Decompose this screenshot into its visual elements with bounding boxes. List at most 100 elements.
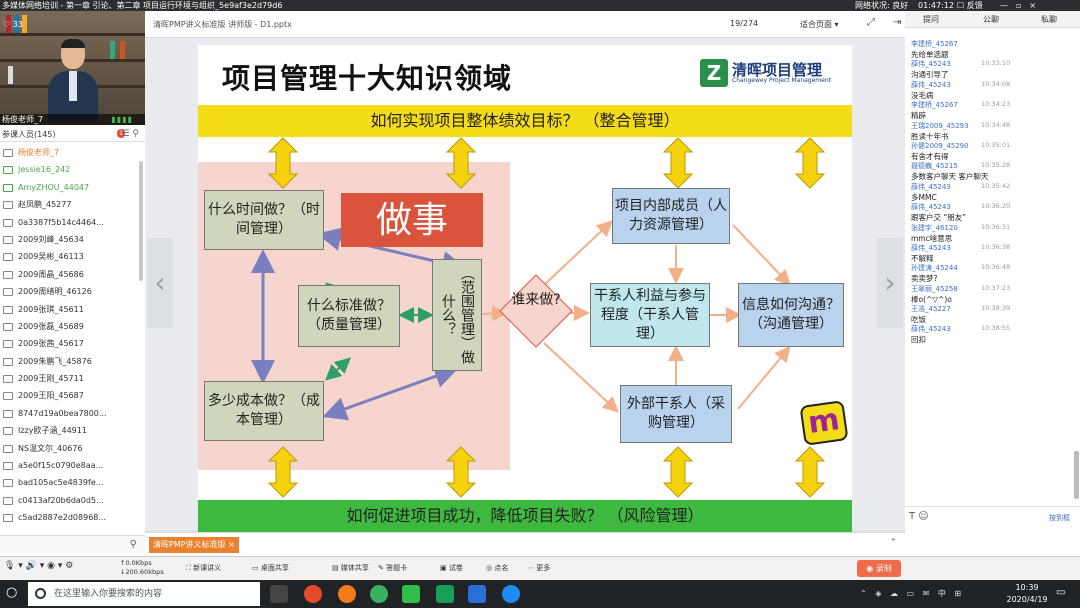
participant-item[interactable]: 2009张磊_45689	[0, 318, 140, 335]
taskbar-search[interactable]: 在这里输入你要搜索的内容	[28, 582, 260, 606]
chat-sender[interactable]: 王翠丽_45258	[911, 284, 958, 293]
chat-send[interactable]: 按到框	[1049, 514, 1070, 522]
close-icon[interactable]: ×	[1029, 1, 1045, 10]
user-icon	[3, 375, 13, 384]
device-icons[interactable]: 🎙 ▾ 🔊 ▾ ◉ ▾ ⚙	[4, 561, 74, 571]
control-0[interactable]: ⛶ 新课讲义	[186, 564, 222, 572]
chat-sender[interactable]: 王浩_45227	[911, 305, 951, 314]
participant-item[interactable]: bad105ac5e4839fe...	[0, 474, 140, 491]
maximize-icon[interactable]: ▫	[1016, 1, 1030, 10]
bandwidth: ↑0.0Kbps↓200.60kbps	[120, 559, 164, 576]
chat-sender[interactable]: 李建桥_45267	[911, 101, 958, 110]
participant-item[interactable]: 2009王刚_45711	[0, 370, 140, 387]
expand-icon[interactable]: ⌃	[889, 538, 897, 548]
doc-toolbar: 清晖PMP讲义标准版 讲师版 - D1.pptx 19/274 适合页面 ▾ ⤢…	[145, 11, 905, 38]
control-3[interactable]: ✎ 答题卡	[378, 564, 408, 572]
app2-icon[interactable]	[468, 585, 486, 603]
chat-sender[interactable]: 薛伟_45243	[911, 243, 951, 252]
control-6[interactable]: ⋯ 更多	[527, 564, 551, 572]
wechat-icon[interactable]	[402, 585, 420, 603]
participant-item[interactable]: 8747d19a0bea7800...	[0, 405, 140, 422]
participant-item[interactable]: 2009吴彬_46113	[0, 248, 140, 265]
participant-item[interactable]: 赵凤鹏_45277	[0, 196, 140, 213]
chat-sender[interactable]: 薛伟_45243	[911, 203, 951, 212]
participant-item[interactable]: c0413af20b6da0d5...	[0, 492, 140, 509]
control-1[interactable]: ▭ 桌面共享	[252, 564, 289, 572]
start-icon[interactable]: ○	[6, 585, 18, 600]
search-icon[interactable]: ⚲	[129, 539, 137, 550]
participant-item[interactable]: 2009刘峰_45634	[0, 231, 140, 248]
participant-item[interactable]: 2009朱鹏飞_45876	[0, 353, 140, 370]
app1-icon[interactable]	[304, 585, 322, 603]
chat-text: 棒o(^▽^)o	[911, 294, 952, 304]
participants-menu-icon[interactable]: ☰ ⚲	[121, 129, 139, 139]
participant-item[interactable]: 杨俊老师_7	[0, 144, 140, 161]
chat-sender[interactable]: 薛伟_45243	[911, 80, 951, 89]
chat-sender[interactable]: 薛伟_45243	[911, 60, 951, 69]
minimize-icon[interactable]: —	[1000, 1, 1016, 10]
participant-name: 杨俊老师_7	[18, 148, 60, 157]
chat-input[interactable]: T ☺ 按到框	[905, 506, 1080, 556]
user-icon	[3, 166, 13, 175]
participant-item[interactable]: Jessie16_242	[0, 161, 140, 178]
tab-private-chat[interactable]: 私聊	[1041, 15, 1057, 24]
participant-item[interactable]: 2009周晶_45686	[0, 266, 140, 283]
control-2[interactable]: ▤ 媒体共享	[332, 564, 369, 572]
app3-icon[interactable]	[502, 585, 520, 603]
user-icon	[3, 514, 13, 523]
next-page-button[interactable]: ›	[877, 238, 903, 328]
chat-sender[interactable]: 孙健2009_45290	[911, 141, 969, 150]
participant-item[interactable]: c5ad2887e2d08968...	[0, 509, 140, 526]
scope-management-box: （范围管理）做什么？	[432, 259, 482, 371]
window-controls[interactable]: —▫×	[1000, 0, 1044, 11]
collapse-icon[interactable]: ⇥	[893, 17, 902, 28]
chat-scrollbar[interactable]	[1074, 451, 1079, 499]
chat-sender[interactable]: 聂德巍_45215	[911, 162, 958, 171]
chat-sender[interactable]: 薛伟_45243	[911, 182, 951, 191]
integration-band: 如何实现项目整体绩效目标？ （整合管理）	[198, 105, 852, 137]
page-indicator[interactable]: 19/274	[730, 19, 759, 28]
participant-item[interactable]: Izzy欧子涵_44911	[0, 422, 140, 439]
chrome-icon[interactable]	[370, 585, 388, 603]
participant-item[interactable]: 2009张茜_45617	[0, 335, 140, 352]
participant-item[interactable]: 2009王阳_45687	[0, 387, 140, 404]
record-button[interactable]: ◉ 录制	[857, 560, 901, 577]
text-format-icon[interactable]: T ☺	[909, 511, 929, 522]
fullscreen-icon[interactable]: ⤢	[867, 17, 875, 28]
participant-item[interactable]: 2009张琪_45611	[0, 301, 140, 318]
notification-icon[interactable]: ▭	[1056, 587, 1066, 598]
participant-search[interactable]: ⚲	[0, 535, 145, 555]
likes-count[interactable]: ♡ 33	[3, 20, 23, 29]
file-tab[interactable]: 清晖PMP讲义标准版 ×	[149, 537, 239, 553]
live-app-icon[interactable]	[436, 585, 454, 603]
participant-item[interactable]: AmyZHOU_44047	[0, 179, 140, 196]
participant-item[interactable]: 0a3387f5b14c4464...	[0, 214, 140, 231]
tab-questions[interactable]: 提问	[923, 15, 939, 24]
taskview-icon[interactable]	[270, 585, 288, 603]
chat-sender[interactable]: 薛伟_45243	[911, 325, 951, 334]
participant-name: 2009王刚_45711	[18, 374, 84, 384]
system-tray[interactable]: ⌃ ◈ ☁ ▭ ✉ 中 ⊞	[860, 589, 965, 598]
chat-sender[interactable]: 王瑞2009_45293	[911, 121, 969, 130]
firefox-icon[interactable]	[338, 585, 356, 603]
user-icon	[3, 201, 13, 210]
participant-item[interactable]: a5e0f15c0790e8aa...	[0, 457, 140, 474]
chat-sender[interactable]: 李建桥_45267	[911, 40, 958, 48]
prev-page-button[interactable]: ‹	[147, 238, 173, 328]
teacher-camera: ♡ 33 杨俊老师_7 ▮▮▮▮	[0, 11, 145, 125]
chat-sender[interactable]: 孙建涛_45244	[911, 264, 958, 273]
participant-scrollbar[interactable]	[139, 161, 143, 281]
fit-page-select[interactable]: 适合页面 ▾	[800, 20, 839, 29]
participant-item[interactable]: 2009周绪明_46126	[0, 283, 140, 300]
control-5[interactable]: ◎ 点名	[486, 564, 509, 572]
feedback-button[interactable]: ☐ 反馈	[957, 0, 983, 11]
tab-public-chat[interactable]: 公聊	[983, 15, 999, 24]
chat-sender[interactable]: 张建宇_46120	[911, 223, 958, 232]
participant-item[interactable]: NS温文尔_40676	[0, 440, 140, 457]
control-4[interactable]: ▣ 试卷	[440, 564, 463, 572]
user-icon	[3, 496, 13, 505]
